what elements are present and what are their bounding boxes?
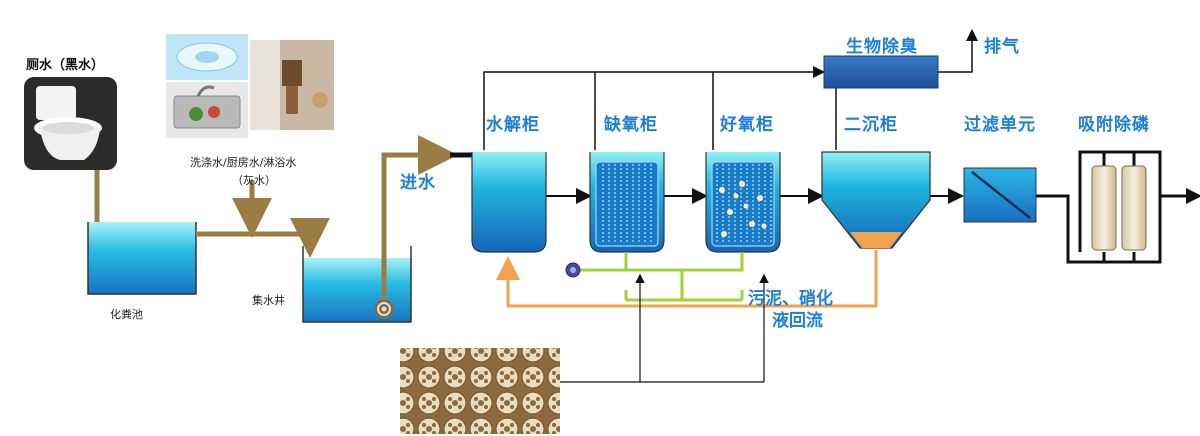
faucet-photo [250,40,334,130]
exhaust-line [938,29,978,73]
submersible-pump-icon [374,299,394,319]
label-secondary-settling: 二沉柜 [844,115,898,135]
label-anoxic: 缺氧柜 [604,115,658,135]
label-filtration: 过滤单元 [964,115,1036,135]
adsorption-columns [1060,150,1186,264]
label-septic-tank: 化粪池 [110,308,143,321]
label-inflow: 进水 [400,173,436,193]
label-aerobic: 好氧柜 [720,115,774,135]
sink-photo [166,34,248,138]
collection-well [302,246,412,323]
aerobic-tank [705,152,781,253]
septic-outlet-pipe [196,218,330,258]
inflow-pipe [381,135,458,300]
label-hydrolysis: 水解柜 [486,115,540,135]
aeration-lines [580,252,744,302]
sludge-return-line [496,250,878,308]
label-sludge-return-1: 污泥、硝化 [748,289,833,309]
label-collection-well: 集水井 [252,294,285,307]
air-blower-icon [565,262,581,278]
gas-collection-line [483,66,825,150]
label-adsorption: 吸附除磷 [1078,115,1150,135]
label-greywater-sub: （灰水） [232,174,276,187]
septic-tank [87,222,197,295]
label-exhaust: 排气 [984,37,1020,57]
label-bio-deodor: 生物除臭 [846,37,918,57]
toilet-photo [24,77,117,170]
hydrolysis-tank [471,152,547,253]
secondary-settling-tank [821,151,931,249]
label-sludge-return-2: 液回流 [772,311,823,331]
label-greywater: 洗涤水/厨房水/淋浴水 [190,156,297,169]
filtration-unit [963,167,1037,223]
bio-deodor-unit [823,55,939,89]
anoxic-tank [589,152,665,253]
label-blackwater: 厕水（黑水） [26,58,105,73]
bio-carrier-media-photo [400,348,560,434]
